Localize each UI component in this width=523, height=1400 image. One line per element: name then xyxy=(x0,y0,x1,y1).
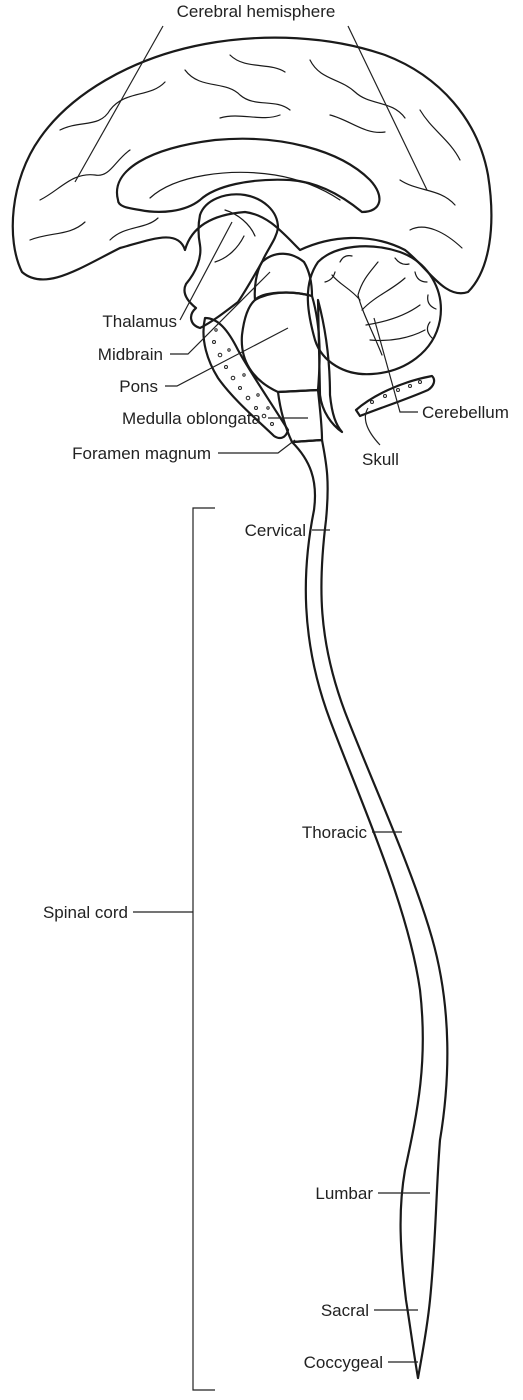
sulcus-line xyxy=(39,149,131,201)
label-lumbar: Lumbar xyxy=(315,1184,373,1203)
label-foramen-magnum: Foramen magnum xyxy=(72,444,211,463)
skull-piece-left xyxy=(202,316,290,440)
sulcus-line xyxy=(219,114,281,119)
folia xyxy=(324,255,437,339)
corpus-callosum xyxy=(115,137,381,214)
cerebellum-shape xyxy=(306,245,442,376)
bone-texture xyxy=(212,328,422,426)
label-cervical: Cervical xyxy=(245,521,306,540)
skull xyxy=(202,316,436,440)
medulla-oblongata xyxy=(276,388,324,444)
leader-lines xyxy=(74,25,430,1391)
labels: Cerebral hemisphere Thalamus Midbrain Po… xyxy=(43,2,509,1372)
label-coccygeal: Coccygeal xyxy=(304,1353,383,1372)
leader-cerebral-right xyxy=(347,25,428,191)
label-cerebral-hemisphere: Cerebral hemisphere xyxy=(177,2,336,21)
ventricle-curve xyxy=(149,171,341,201)
leader-foramen xyxy=(218,439,296,454)
midbrain xyxy=(253,252,314,302)
thalamus xyxy=(183,193,280,330)
sulcus-line xyxy=(229,54,286,73)
leader-thalamus xyxy=(179,221,233,321)
sulcus-line xyxy=(309,59,406,119)
sulcus-line xyxy=(59,81,166,131)
label-thoracic: Thoracic xyxy=(302,823,368,842)
label-medulla-oblongata: Medulla oblongata xyxy=(122,409,261,428)
sulcus-line xyxy=(399,179,456,206)
sulcus-line xyxy=(109,217,159,241)
sulcus-line xyxy=(29,221,86,241)
sulcus-line xyxy=(329,114,386,133)
skull-piece-right xyxy=(354,374,436,418)
label-pons: Pons xyxy=(119,377,158,396)
leader-cerebral-left xyxy=(74,25,164,183)
label-sacral: Sacral xyxy=(321,1301,369,1320)
label-thalamus: Thalamus xyxy=(102,312,177,331)
spinal-cord xyxy=(290,438,449,1380)
cerebellum xyxy=(306,245,442,376)
leader-skull xyxy=(364,407,381,446)
label-cerebellum: Cerebellum xyxy=(422,403,509,422)
leader-cerebellum xyxy=(373,317,418,413)
leader-midbrain xyxy=(170,271,271,355)
arbor-vitae xyxy=(331,261,426,356)
label-midbrain: Midbrain xyxy=(98,345,163,364)
thalamus-detail xyxy=(214,209,256,263)
sulcus-line xyxy=(184,69,291,111)
label-skull: Skull xyxy=(362,450,399,469)
sulcus-line xyxy=(419,109,461,161)
label-spinal-cord: Spinal cord xyxy=(43,903,128,922)
leader-pons xyxy=(165,327,289,387)
cerebrum-shape xyxy=(11,36,493,295)
cerebral-hemisphere xyxy=(11,36,493,295)
fourth-ventricle xyxy=(316,298,344,434)
spinal-cord-bracket xyxy=(192,507,215,1391)
sulcus-line xyxy=(409,226,463,249)
